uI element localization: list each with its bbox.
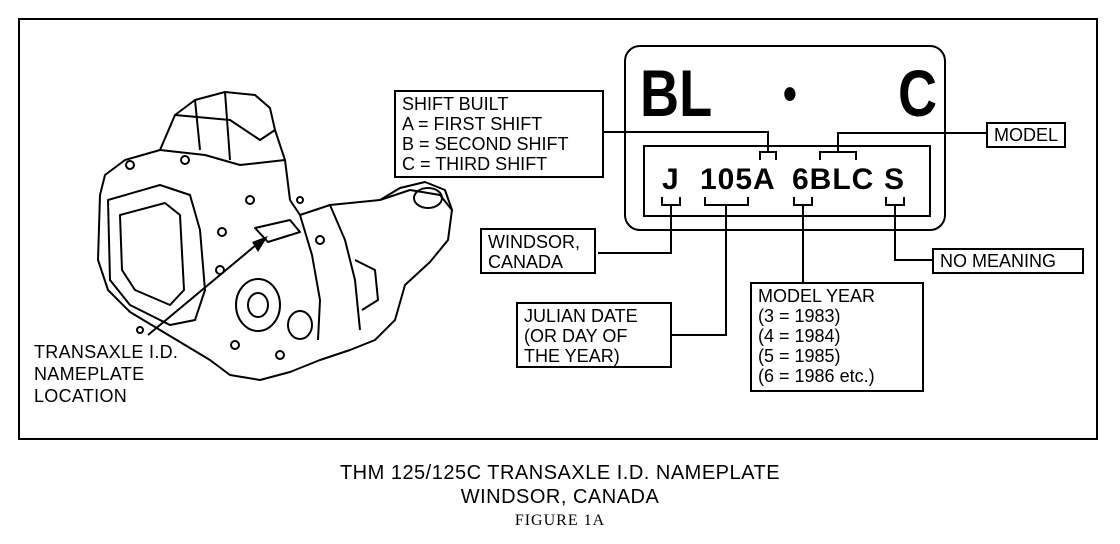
figure-label: FIGURE 1A xyxy=(514,512,606,529)
plate-code-c: C xyxy=(898,56,938,130)
diagram-frame xyxy=(18,18,1098,440)
julian-line-1: JULIAN DATE xyxy=(524,306,638,326)
plate-code-bl: BL xyxy=(640,56,713,130)
plate-code-105a: 105A xyxy=(700,163,776,196)
plate-serial-panel xyxy=(643,145,931,217)
shift-built-a: A = FIRST SHIFT xyxy=(402,114,543,134)
model-year-5: (5 = 1985) xyxy=(758,346,841,366)
shift-built-b: B = SECOND SHIFT xyxy=(402,134,569,154)
model-year-6: (6 = 1986 etc.) xyxy=(758,366,875,386)
location-line-3: LOCATION xyxy=(34,386,128,406)
model-year-title: MODEL YEAR xyxy=(758,286,876,306)
model-year-callout: MODEL YEAR (3 = 1983) (4 = 1984) (5 = 19… xyxy=(750,282,924,392)
model-label: MODEL xyxy=(994,125,1059,145)
no-meaning-label: NO MEANING xyxy=(940,251,1057,271)
plate-code-6blc: 6BLC xyxy=(792,163,875,196)
julian-date-callout: JULIAN DATE (OR DAY OF THE YEAR) xyxy=(516,302,672,368)
caption-title: THM 125/125C TRANSAXLE I.D. NAMEPLATE xyxy=(339,462,781,484)
caption-subtitle: WINDSOR, CANADA xyxy=(460,486,660,508)
windsor-callout: WINDSOR, CANADA xyxy=(480,228,596,274)
julian-line-3: THE YEAR) xyxy=(524,346,620,366)
plate-code-s: S xyxy=(884,163,906,196)
model-year-3: (3 = 1983) xyxy=(758,306,841,326)
model-callout: MODEL xyxy=(986,122,1066,148)
no-meaning-callout: NO MEANING xyxy=(932,248,1084,274)
windsor-line-2: CANADA xyxy=(488,252,564,272)
shift-built-callout: SHIFT BUILT A = FIRST SHIFT B = SECOND S… xyxy=(394,90,604,178)
location-line-1: TRANSAXLE I.D. xyxy=(34,342,179,362)
windsor-line-1: WINDSOR, xyxy=(488,232,580,252)
location-line-2: NAMEPLATE xyxy=(34,364,145,384)
plate-code-j: J xyxy=(662,163,680,196)
shift-built-c: C = THIRD SHIFT xyxy=(402,154,548,174)
model-year-4: (4 = 1984) xyxy=(758,326,841,346)
shift-built-title: SHIFT BUILT xyxy=(402,94,509,114)
id-nameplate xyxy=(624,45,946,231)
julian-line-2: (OR DAY OF xyxy=(524,326,628,346)
plate-dot: • xyxy=(783,68,797,121)
